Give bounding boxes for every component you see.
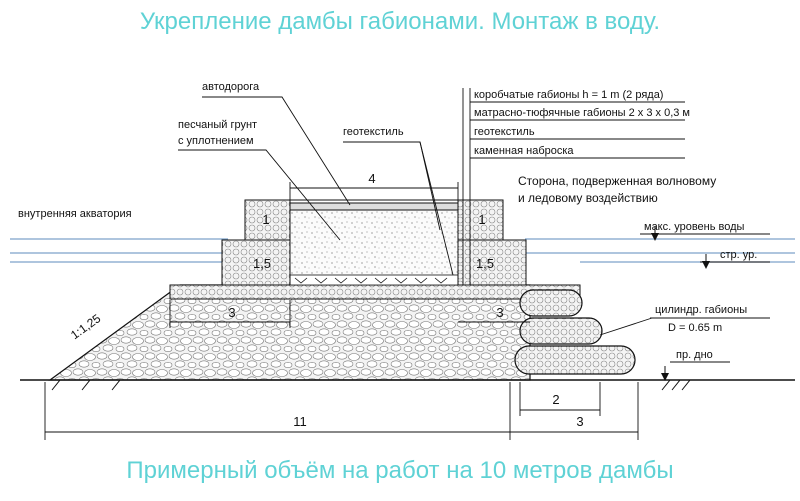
box-label-left-top: 1 bbox=[262, 212, 269, 227]
legend-item-2: матрасно-тюфячные габионы 2 х 3 х 0,3 м bbox=[474, 107, 690, 119]
road-surface bbox=[289, 202, 459, 211]
leader-road bbox=[202, 96, 351, 206]
label-sand-1: песчаный грунт bbox=[178, 119, 257, 131]
legend-item-3: геотекстиль bbox=[474, 126, 535, 138]
geotextile-layer bbox=[289, 274, 459, 286]
box-gabion-right-bottom bbox=[457, 239, 527, 286]
box-label-right-top: 1 bbox=[478, 212, 485, 227]
slope-label: 1:1,25 bbox=[68, 311, 103, 342]
label-bottom: пр. дно bbox=[676, 349, 713, 361]
leader-cyl bbox=[599, 317, 653, 336]
label-inner-water: внутренняя акватория bbox=[18, 208, 132, 220]
label-cyl-1: цилиндр. габионы bbox=[655, 304, 747, 316]
label-cyl-2: D = 0.65 m bbox=[668, 322, 722, 334]
dim-base: 11 bbox=[293, 414, 307, 429]
dim-cyl-base: 3 bbox=[576, 414, 583, 429]
leader-sand bbox=[178, 149, 341, 241]
dim-mattress-right: 3 bbox=[496, 305, 503, 320]
box-gabion-left-bottom bbox=[221, 239, 291, 286]
legend: коробчатые габионы h = 1 m (2 ряда) матр… bbox=[462, 88, 690, 285]
label-geotextile: геотекстиль bbox=[343, 126, 404, 138]
dim-mattress-left: 3 bbox=[228, 305, 235, 320]
cylindrical-gabions bbox=[514, 289, 636, 375]
sand-fill bbox=[289, 209, 459, 286]
label-wave-1: Сторона, подверженная волновому bbox=[518, 174, 716, 188]
dim-top: 4 bbox=[368, 171, 375, 186]
dimension-lines bbox=[44, 182, 639, 440]
box-label-left-bottom: 1,5 bbox=[253, 256, 271, 271]
label-max-level: макс. уровень воды bbox=[644, 221, 745, 233]
leader-geotextile-2 bbox=[419, 141, 441, 231]
box-gabion-right-top bbox=[457, 199, 504, 241]
water-lines-left bbox=[10, 238, 228, 263]
label-constr-level: стр. ур. bbox=[720, 249, 757, 261]
label-wave-2: и ледовому воздействию bbox=[518, 191, 658, 205]
box-gabion-left-top bbox=[244, 199, 291, 241]
diagram-footer: Примерный объём на работ на 10 метров да… bbox=[126, 457, 674, 484]
legend-item-4: каменная наброска bbox=[474, 145, 574, 157]
diagram-title: Укрепление дамбы габионами. Монтаж в вод… bbox=[139, 8, 661, 35]
label-road: автодорога bbox=[202, 81, 260, 93]
label-sand-2: с уплотнением bbox=[178, 135, 254, 147]
box-label-right-bottom: 1,5 bbox=[476, 256, 494, 271]
mattress-gabion bbox=[169, 284, 581, 300]
dim-cyl-width: 2 bbox=[552, 392, 559, 407]
ground-hatch bbox=[51, 379, 691, 391]
legend-item-1: коробчатые габионы h = 1 m (2 ряда) bbox=[474, 89, 663, 101]
